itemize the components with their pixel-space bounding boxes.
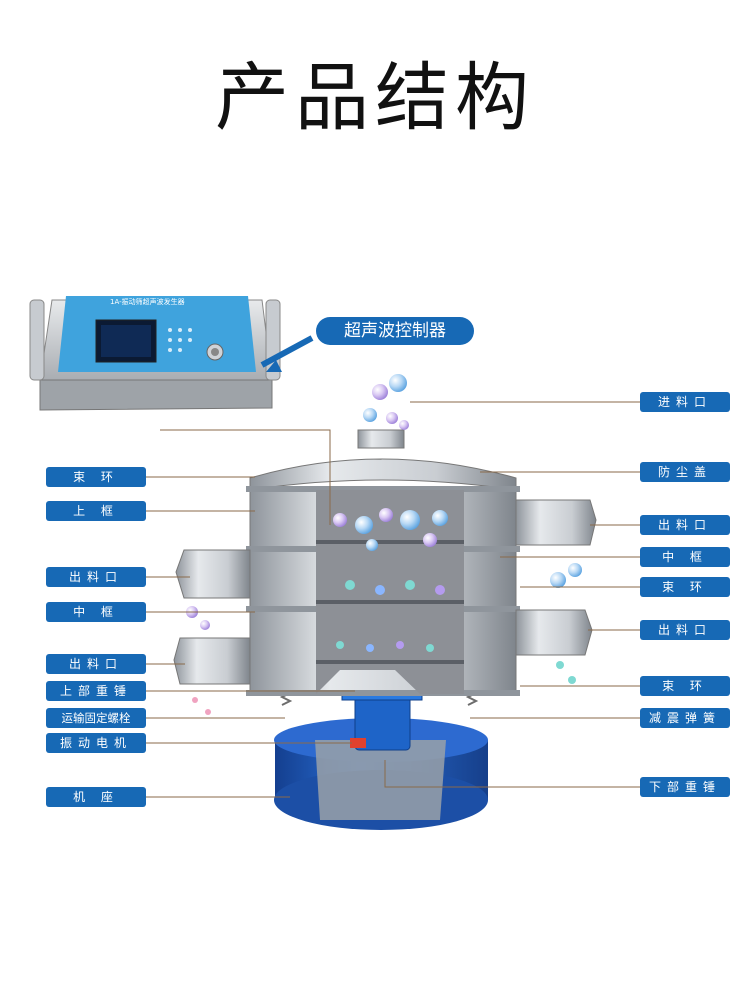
label-upper-weight: 上部重锤 [46, 681, 146, 701]
label-transport-bolt: 运输固定螺栓 [46, 708, 146, 728]
controller-screen-title: 1A-振动筛超声波发生器 [110, 298, 185, 306]
label-clamp-ring-low: 束 环 [640, 676, 730, 696]
page-title: 产品结构 [215, 55, 535, 141]
label-middle-frame-right: 中 框 [640, 547, 730, 567]
controller-tag: 超声波控制器 [316, 317, 474, 345]
label-base: 机 座 [46, 787, 146, 807]
label-outlet-left-2: 出料口 [46, 654, 146, 674]
label-clamp-ring-top: 束 环 [46, 467, 146, 487]
label-outlet-right-2: 出料口 [640, 620, 730, 640]
label-vibration-motor: 振动电机 [46, 733, 146, 753]
label-upper-frame: 上 框 [46, 501, 146, 521]
label-outlet-right-1: 出料口 [640, 515, 730, 535]
arrow-icon [260, 335, 314, 368]
label-middle-frame-left: 中 框 [46, 602, 146, 622]
label-lower-weight: 下部重锤 [640, 777, 730, 797]
ultrasonic-controller [29, 296, 281, 411]
label-dust-cover: 防尘盖 [640, 462, 730, 482]
label-inlet: 进料口 [640, 392, 730, 412]
sieve-frames [173, 429, 597, 696]
label-damping-spring: 减震弹簧 [640, 708, 730, 728]
label-clamp-ring-mid: 束 环 [640, 577, 730, 597]
label-outlet-left-1: 出料口 [46, 567, 146, 587]
leader-lines [146, 401, 640, 798]
